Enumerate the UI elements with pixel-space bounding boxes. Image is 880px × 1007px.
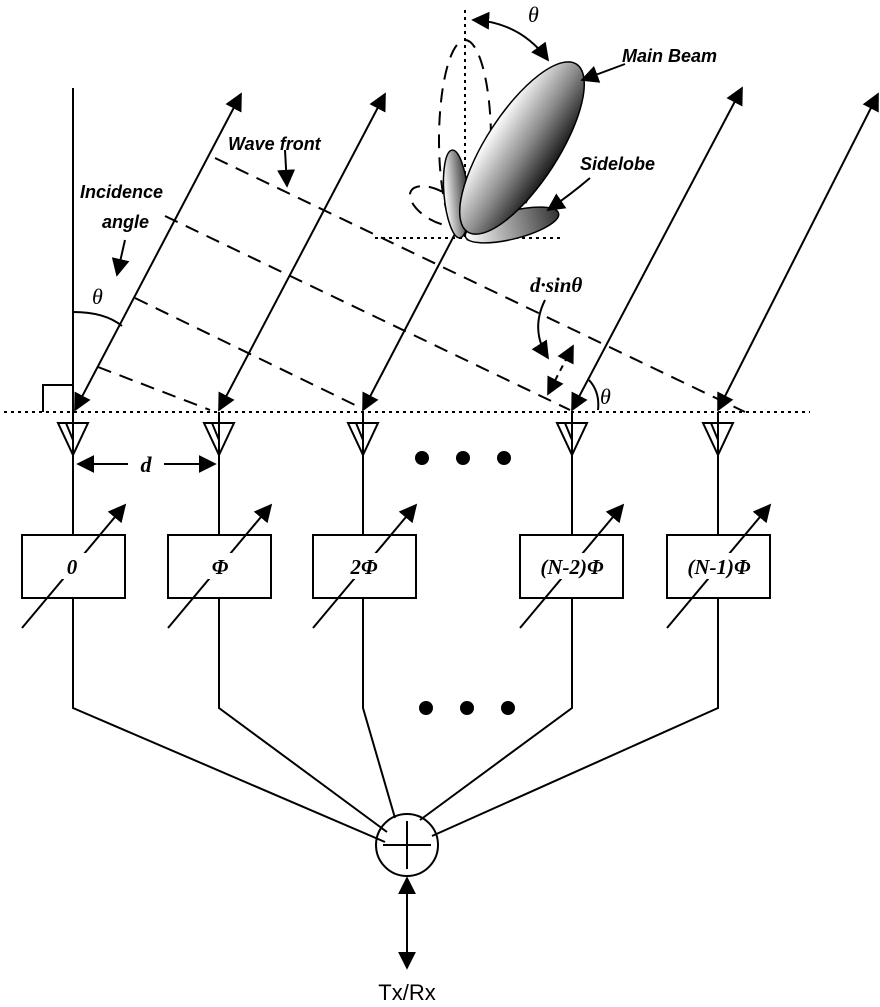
phase-shifter-2: 2Φ xyxy=(312,503,418,629)
wave-front-pointer xyxy=(277,149,296,188)
spacing-label: d xyxy=(141,452,153,477)
sidelobe-pointer xyxy=(546,177,591,212)
antenna-1 xyxy=(202,412,236,535)
radiation-pattern xyxy=(375,10,586,244)
phase-shifter-n-2: (N-2)Φ xyxy=(519,503,625,629)
sidelobe-label: Sidelobe xyxy=(580,154,655,174)
d-sin-theta-pointer xyxy=(531,299,549,360)
baseline-angle-arc xyxy=(588,379,600,411)
incidence-theta-label: θ xyxy=(92,284,103,309)
feed-lines xyxy=(72,598,719,843)
incidence-label-line2: angle xyxy=(102,212,149,232)
wave-front-label: Wave front xyxy=(228,134,322,154)
main-beam-pointer xyxy=(580,63,626,83)
d-sin-theta-dimension xyxy=(547,344,574,396)
antenna-elements xyxy=(56,412,735,535)
antenna-n-1 xyxy=(701,412,735,535)
antenna-2 xyxy=(346,412,380,535)
tx-rx-label: Tx/Rx xyxy=(378,980,435,1005)
d-sin-theta-label: d·sinθ xyxy=(530,273,582,297)
phase-shifters: 0 Φ 2Φ (N-2)Φ (N-1)Φ xyxy=(21,503,772,629)
phase-shifter-label: (N-2)Φ xyxy=(540,555,604,579)
incidence-angle-arc xyxy=(72,311,123,327)
normal-reference-line xyxy=(42,88,74,412)
phase-shifter-label: 0 xyxy=(67,555,78,579)
summing-combiner xyxy=(375,813,439,877)
beam-theta-label: θ xyxy=(528,2,539,27)
ellipsis-lower xyxy=(419,701,515,715)
antenna-n-2 xyxy=(555,412,589,535)
antenna-0 xyxy=(56,412,90,535)
beam-angle-arc xyxy=(471,11,550,62)
phase-shifter-label: (N-1)Φ xyxy=(687,555,751,579)
incidence-label-line1: Incidence xyxy=(80,182,163,202)
baseline-theta-label: θ xyxy=(600,384,611,409)
incidence-angle-pointer xyxy=(111,239,130,277)
main-beam xyxy=(458,61,586,235)
incident-rays xyxy=(74,86,879,412)
phase-shifter-label: 2Φ xyxy=(349,555,378,579)
main-beam-label: Main Beam xyxy=(622,46,717,66)
phase-shifter-1: Φ xyxy=(167,503,273,629)
phase-shifter-label: Φ xyxy=(212,555,229,579)
wave-front-lines xyxy=(97,157,746,413)
ellipsis-upper xyxy=(415,451,511,465)
